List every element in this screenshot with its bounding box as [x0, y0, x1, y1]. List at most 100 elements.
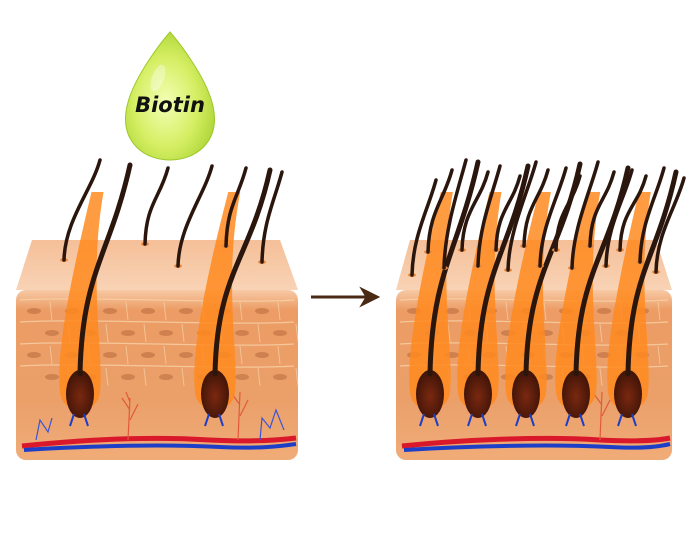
follicle-sheath [457, 192, 502, 410]
hair-shafts [408, 158, 686, 377]
cell-nucleus [255, 352, 269, 358]
cell-wall [599, 367, 603, 387]
cell-nucleus [273, 374, 287, 380]
cell-wall [295, 323, 299, 343]
cell-nucleus [27, 308, 41, 314]
papilla-vessel [565, 413, 585, 427]
cell-nucleus [255, 308, 269, 314]
hair-shaft [212, 167, 273, 377]
nerve [121, 391, 139, 441]
skin-surface [16, 240, 298, 290]
cell-nucleus [121, 374, 135, 380]
papilla-vessel [467, 413, 487, 427]
hair-strand [62, 158, 102, 262]
cell-wall [49, 301, 53, 321]
dermis-line [19, 298, 295, 302]
dermis-texture [19, 298, 299, 387]
hair-strand [143, 166, 170, 246]
hair-strand [176, 164, 214, 268]
cell-wall [257, 323, 261, 343]
hair-strand [604, 168, 634, 268]
hair-strand [494, 174, 522, 252]
cell-wall [257, 367, 261, 387]
cell-nucleus [141, 352, 155, 358]
hair-strand [410, 178, 438, 277]
dermis-line [19, 320, 295, 324]
papilla-vessel [69, 413, 89, 427]
cell-wall [599, 323, 603, 343]
cell-wall [277, 345, 281, 365]
cell-nucleus [273, 330, 287, 336]
hair-strand [538, 166, 568, 268]
papilla-vessel [204, 413, 224, 427]
blood-vessels [401, 435, 671, 452]
oil-drop-icon [125, 31, 215, 161]
biotin-drop: Biotin [125, 31, 215, 161]
hair-strand [618, 174, 648, 252]
hair-bulb [416, 370, 444, 418]
hair-shafts [60, 158, 284, 377]
cell-wall [105, 323, 109, 343]
cell-wall [181, 323, 185, 343]
cell-nucleus [445, 308, 459, 314]
cell-wall [49, 345, 53, 365]
cell-nucleus [159, 374, 173, 380]
hair-strand [506, 160, 538, 272]
follicle-sheath [59, 192, 104, 410]
vein [403, 442, 671, 452]
dermis-line [19, 342, 295, 346]
cell-nucleus [27, 352, 41, 358]
cell-wall [125, 345, 129, 365]
hair-strand [638, 166, 666, 264]
cell-nucleus [103, 352, 117, 358]
artery [21, 435, 297, 449]
hair-bulb [562, 370, 590, 418]
hair-strand [588, 170, 616, 248]
cell-wall [295, 367, 299, 387]
cell-nucleus [597, 352, 611, 358]
cell-wall [447, 323, 451, 343]
hair-strand [460, 170, 490, 252]
hair-bulb [66, 370, 94, 418]
cell-nucleus [141, 308, 155, 314]
cell-nucleus [121, 330, 135, 336]
nerve-branches [35, 391, 285, 441]
cell-wall [105, 367, 109, 387]
hair-strand [442, 158, 468, 270]
cell-nucleus [45, 374, 59, 380]
hair-strand [260, 170, 284, 264]
dermis-line [19, 364, 295, 368]
hair-shaft [427, 159, 481, 377]
cell-wall [657, 301, 661, 321]
cell-nucleus [179, 308, 193, 314]
papilla-vessel [419, 413, 439, 427]
vein [23, 442, 297, 452]
cell-nucleus [45, 330, 59, 336]
capillaries [35, 408, 285, 441]
cell-wall [239, 301, 243, 321]
cell-nucleus [179, 352, 193, 358]
cell-wall [163, 345, 167, 365]
cell-wall [163, 301, 167, 321]
follicles [409, 192, 651, 427]
hair-shaft [475, 163, 531, 377]
skin-block-after [396, 158, 686, 460]
cell-wall [143, 323, 147, 343]
cell-wall [543, 301, 547, 321]
skin-cross-section [16, 290, 298, 460]
follicle-sheath [505, 192, 551, 410]
hair-bulb [614, 370, 642, 418]
cell-wall [181, 367, 185, 387]
drop-label: Biotin [135, 93, 205, 117]
hair-shaft [625, 169, 679, 377]
hair-strand [476, 164, 502, 268]
hair-strand [570, 160, 600, 270]
papilla-vessel [515, 413, 535, 427]
hair-shaft [77, 162, 133, 377]
cell-wall [239, 345, 243, 365]
hair-strand [522, 168, 550, 248]
hair-strand [554, 174, 582, 252]
hair-bulb [464, 370, 492, 418]
skin-block-before [16, 158, 299, 460]
hair-strand [654, 176, 686, 274]
